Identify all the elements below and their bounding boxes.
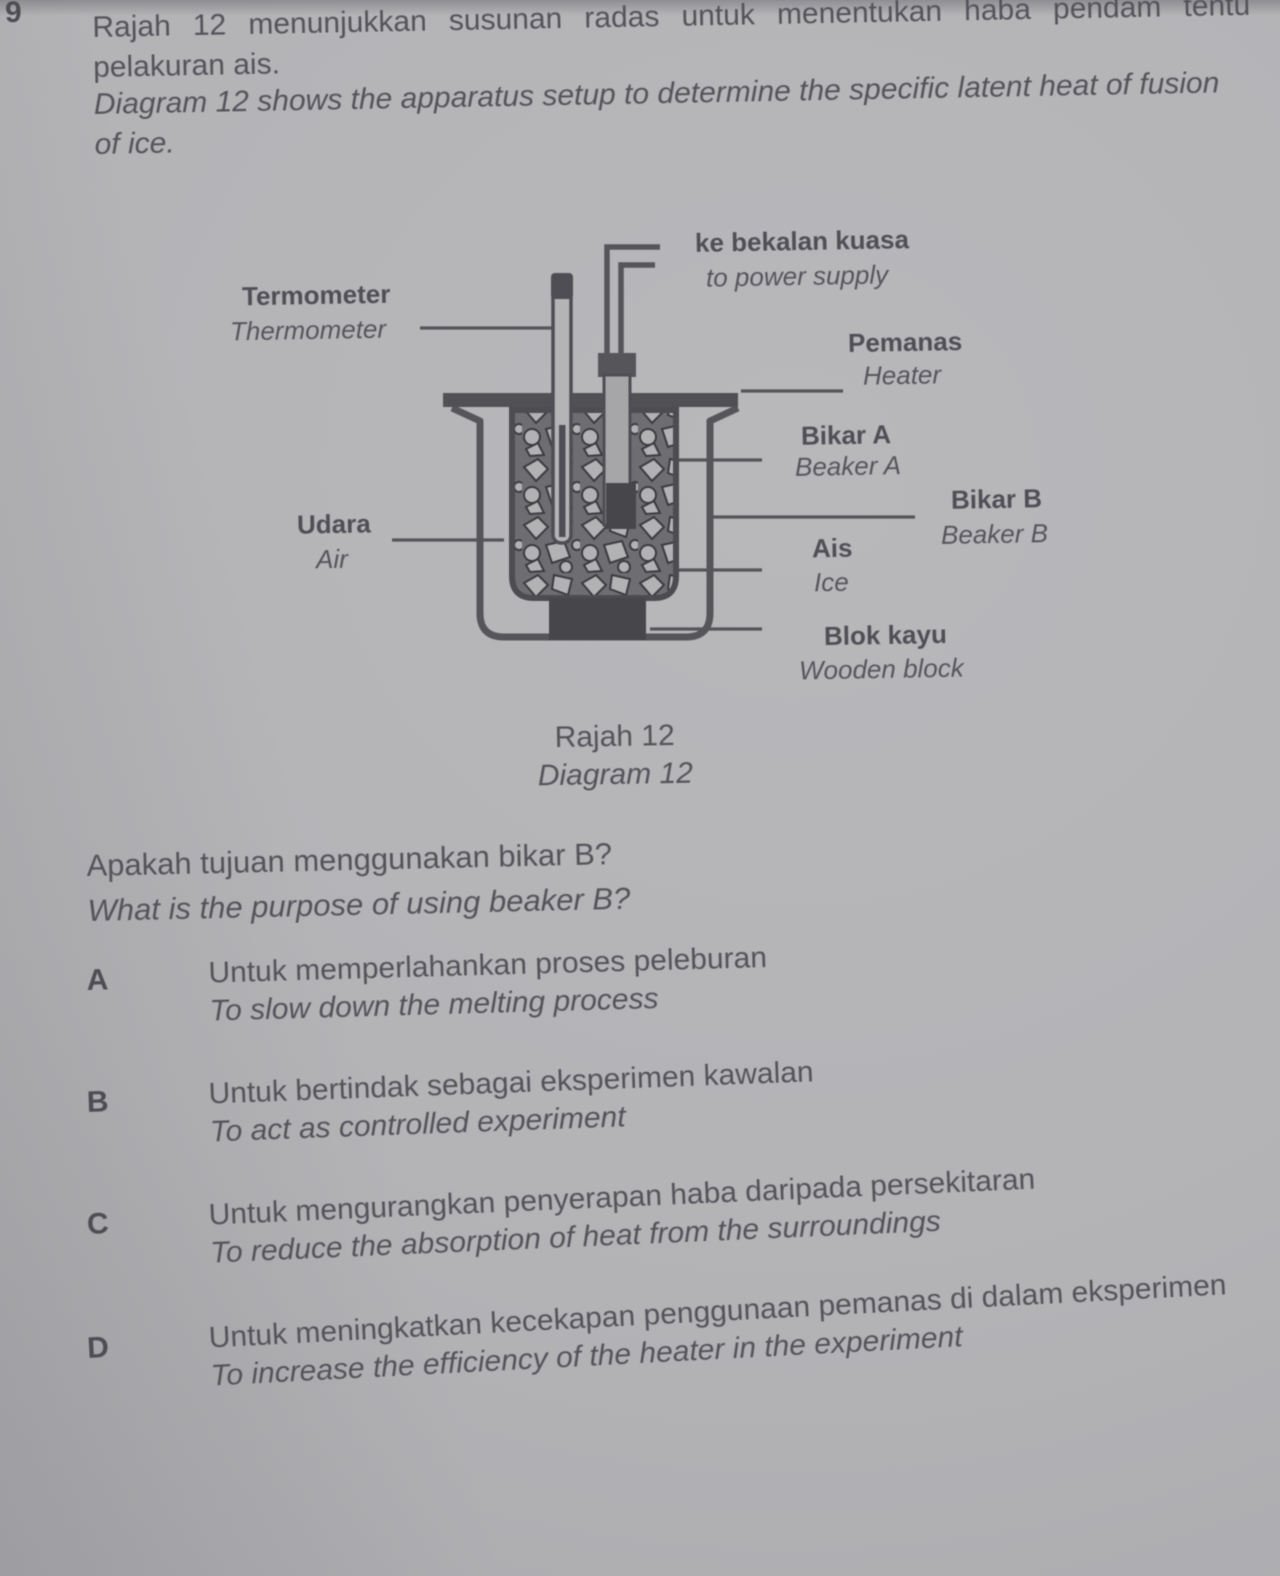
option-c: C Untuk mengurangkan penyerapan haba dar… — [86, 1161, 1038, 1278]
lid — [443, 393, 738, 407]
label-wooden-block-ms: Blok kayu — [823, 618, 948, 652]
label-ice-en: Ice — [813, 566, 849, 598]
option-b: B Untuk bertindak sebagai eksperimen kaw… — [86, 1053, 816, 1156]
heater-element — [606, 483, 636, 529]
label-air-en: Air — [315, 543, 349, 575]
label-thermometer-en: Thermometer — [229, 313, 387, 347]
intro-paragraph: Rajah 12 menunjukkan susunan radas untuk… — [92, 0, 1265, 165]
label-thermometer-ms: Termometer — [241, 278, 391, 312]
label-beaker-a-en: Beaker A — [794, 450, 902, 482]
thermometer — [551, 273, 573, 545]
question-text: Apakah tujuan menggunakan bikar B? What … — [86, 831, 631, 933]
label-beaker-b-en: Beaker B — [940, 518, 1049, 550]
wooden-block — [549, 598, 646, 640]
caption-en: Diagram 12 — [537, 756, 694, 793]
option-d-text: Untuk meningkatkan kecekapan penggunaan … — [208, 1266, 1230, 1395]
label-heater-ms: Pemanas — [847, 326, 963, 358]
option-a: A Untuk memperlahankan proses peleburan … — [86, 939, 769, 1034]
label-beaker-a-ms: Bikar A — [800, 419, 892, 451]
heater-wire-2 — [618, 262, 655, 353]
heater — [598, 244, 660, 529]
option-d: D Untuk meningkatkan kecekapan penggunaa… — [86, 1266, 1229, 1402]
heater-collar — [598, 353, 636, 377]
leader-lines — [392, 326, 915, 631]
apparatus-diagram — [392, 244, 915, 641]
label-ice-ms: Ais — [811, 532, 853, 564]
label-power-supply-en: to power supply — [705, 259, 889, 293]
option-c-letter: C — [86, 1207, 110, 1241]
diagram-caption: Rajah 12 Diagram 12 — [414, 715, 815, 798]
option-a-text: Untuk memperlahankan proses peleburan To… — [208, 939, 769, 1031]
question-number: 9 — [5, 0, 22, 29]
label-wooden-block-en: Wooden block — [798, 652, 965, 686]
label-beaker-b-ms: Bikar B — [950, 483, 1043, 515]
label-air-ms: Udara — [296, 508, 371, 540]
label-power-supply-ms: ke bekalan kuasa — [694, 224, 910, 258]
heater-wire-1 — [604, 244, 660, 353]
option-b-letter: B — [86, 1085, 110, 1119]
label-heater-en: Heater — [862, 359, 942, 391]
option-c-text: Untuk mengurangkan penyerapan haba darip… — [208, 1161, 1038, 1273]
option-a-letter: A — [86, 963, 109, 997]
option-d-letter: D — [86, 1330, 110, 1365]
inner-beaker-a-with-ice — [509, 407, 679, 601]
option-b-text: Untuk bertindak sebagai eksperimen kawal… — [208, 1053, 816, 1151]
